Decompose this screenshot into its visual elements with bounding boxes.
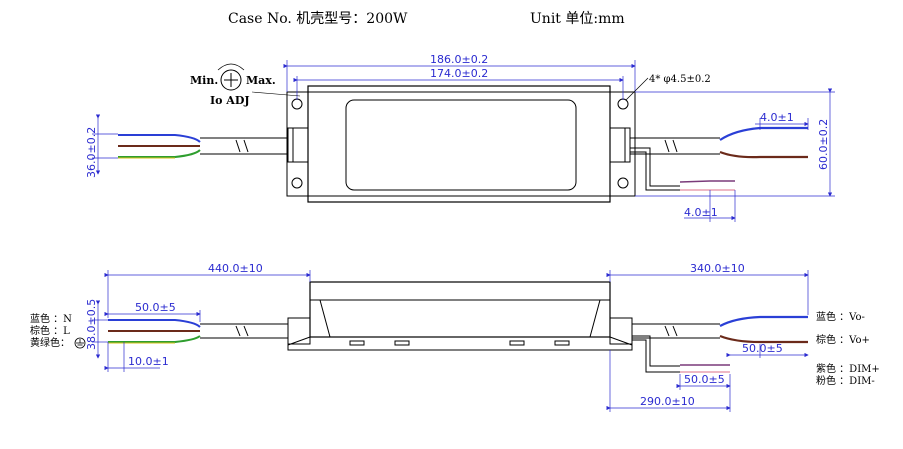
dim-input-tip: 10.0±1	[128, 355, 169, 368]
adj-max-label: Max.	[246, 74, 276, 87]
side-view: 440.0±10 340.0±10 50.0±5 38.0±0.5 10.0±1…	[30, 262, 880, 412]
label-purple-dim: 紫色 ：DIM+	[816, 362, 880, 375]
dim-hole-pitch: 174.0±0.2	[430, 67, 488, 80]
dim-dim-cable: 290.0±10	[640, 395, 695, 408]
ground-icon	[74, 337, 86, 349]
case-number-title: Case No. 机壳型号：200W	[228, 11, 408, 27]
dim-dim-strip: 50.0±5	[684, 373, 725, 386]
label-blue-n: 蓝色 ：N	[30, 312, 72, 325]
dim-input-height: 36.0±0.2	[85, 127, 98, 178]
dim-out-strip-top: 4.0±1	[760, 111, 794, 124]
label-yellow-green: 黄绿色：	[30, 336, 70, 349]
label-pink-dim: 粉色 ：DIM-	[816, 374, 875, 387]
adj-io-label: Io ADJ	[210, 94, 250, 107]
label-brown-l: 棕色 ：L	[30, 324, 70, 337]
dim-overall-length: 186.0±0.2	[430, 53, 488, 66]
dim-output-strip: 50.0±5	[742, 342, 783, 355]
dim-side-input-height: 38.0±0.5	[85, 299, 98, 350]
label-blue-vo: 蓝色 ：Vo-	[816, 310, 865, 323]
label-brown-vo: 棕色 ：Vo+	[816, 333, 870, 346]
dim-input-cable: 440.0±10	[208, 262, 263, 275]
adj-min-label: Min.	[190, 74, 218, 87]
dim-output-cable: 340.0±10	[690, 262, 745, 275]
dim-out-strip-bottom: 4.0±1	[684, 206, 718, 219]
top-view: 186.0±0.2 174.0±0.2 4* φ4.5±0.2 36.0±0.2…	[85, 53, 835, 222]
dim-input-strip: 50.0±5	[135, 301, 176, 314]
unit-label: Unit 单位:mm	[530, 11, 625, 27]
dim-width: 60.0±0.2	[817, 119, 830, 170]
dim-holes: 4* φ4.5±0.2	[649, 74, 711, 85]
